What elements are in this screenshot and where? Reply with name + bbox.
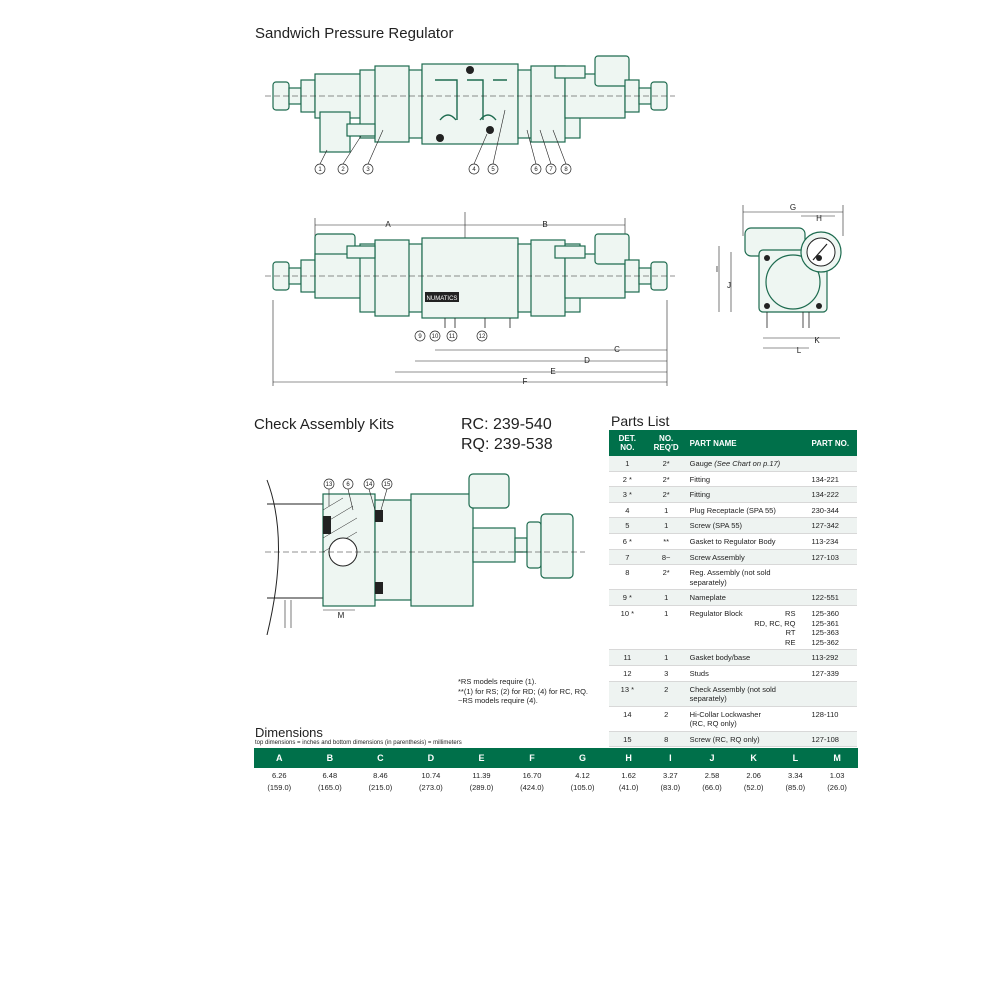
callout-3: 3 <box>366 167 370 173</box>
dim-label-l: L <box>797 346 802 355</box>
table-row: 15 8 Screw (RC, RQ only) 127-108 <box>609 731 857 748</box>
left-gauge-body <box>319 111 351 153</box>
callout-7: 7 <box>549 167 553 173</box>
header-no-reqd: NO. REQ'D <box>645 430 687 456</box>
callout-4: 4 <box>472 167 476 173</box>
header-part-name: PART NAME <box>686 430 809 456</box>
check-assembly-drawing: M 13 6 14 15 <box>265 473 585 635</box>
footnotes: *RS models require (1). **(1) for RS; (2… <box>458 677 588 706</box>
nameplate-label: NUMATICS <box>427 296 458 302</box>
callout-6: 6 <box>534 167 538 173</box>
dim-label-b: B <box>542 220 547 229</box>
table-row: 3 * 2* Fitting 134-222 <box>609 486 857 503</box>
callout-15: 15 <box>384 482 391 488</box>
dim-header: C <box>355 748 406 768</box>
dim-label-c: C <box>614 345 620 354</box>
table-row: 8 2* Reg. Assembly (not sold separately) <box>609 564 857 591</box>
callout-5: 5 <box>491 167 495 173</box>
dim-header-row: A B C D E F G H I J K L M <box>254 748 858 768</box>
parts-list-table: DET. NO. NO. REQ'D PART NAME PART NO. 1 … <box>609 430 857 748</box>
dim-label-j: J <box>727 281 731 290</box>
callout-9: 9 <box>418 334 422 340</box>
footnote-2: **(1) for RS; (2) for RD; (4) for RC, RQ… <box>458 686 589 696</box>
header-part-no: PART NO. <box>808 430 857 456</box>
callout-13: 13 <box>326 482 333 488</box>
dim-header: D <box>405 748 457 768</box>
dim-label-g: G <box>790 203 796 212</box>
dim-label-f: F <box>523 377 528 386</box>
dim-header: A <box>254 748 305 768</box>
dim-inches-row: 6.26 6.48 8.46 10.74 11.39 16.70 4.12 1.… <box>271 771 845 780</box>
dim-header: B <box>304 748 356 768</box>
dim-label-e: E <box>550 367 555 376</box>
table-row: 2 * 2* Fitting 134-221 <box>609 471 857 488</box>
dim-header: E <box>456 748 507 768</box>
regulator-side-drawing: G H I J K L <box>716 203 844 355</box>
dimensions-title: Dimensions <box>255 725 323 740</box>
table-row: 4 1 Plug Receptacle (SPA 55) 230-344 <box>609 502 857 519</box>
dim-header: J <box>691 748 733 768</box>
table-row: 11 1 Gasket body/base 113-292 <box>609 649 857 666</box>
central-block <box>421 63 519 145</box>
parts-header-row: DET. NO. NO. REQ'D PART NAME PART NO. <box>609 430 857 456</box>
dim-label-i: I <box>716 265 718 274</box>
table-row: 14 2 Hi-Collar Lockwasher(RC, RQ only) 1… <box>609 706 857 732</box>
table-row: 6 * ** Gasket to Regulator Body 113-234 <box>609 533 857 550</box>
dim-header: M <box>816 748 858 768</box>
table-row: 12 3 Studs 127-339 <box>609 665 857 682</box>
regulator-top-drawing: 1 2 3 4 5 6 7 8 <box>265 55 675 175</box>
callout-6b: 6 <box>346 482 350 488</box>
kit-code-rq: RQ: 239-538 <box>461 436 553 453</box>
dim-header: K <box>732 748 775 768</box>
dim-label-k: K <box>814 336 820 345</box>
callout-2: 2 <box>341 167 345 173</box>
footnote-3: ~RS models require (4). <box>458 696 538 705</box>
callout-12: 12 <box>479 334 486 340</box>
regulator-front-drawing: A B NUMATICS 9 10 11 12 <box>265 212 675 386</box>
dim-header: L <box>774 748 817 768</box>
sandwich-regulator-title: Sandwich Pressure Regulator <box>255 25 454 42</box>
dim-header: G <box>557 748 608 768</box>
callout-10: 10 <box>432 334 439 340</box>
table-row: 13 * 2 Check Assembly (not sold separate… <box>609 681 857 707</box>
check-assembly-title: Check Assembly Kits <box>254 416 395 433</box>
dimensions-subtitle: top dimensions = inches and bottom dimen… <box>255 740 462 746</box>
parts-list-title: Parts List <box>611 413 670 429</box>
footnote-1: *RS models require (1). <box>458 677 537 686</box>
dim-header: H <box>607 748 650 768</box>
dim-label-a: A <box>385 220 391 229</box>
dim-mm-row: (159.0) (165.0) (215.0) (273.0) (289.0) … <box>267 783 847 792</box>
right-gauge-body <box>594 55 630 87</box>
table-row: 7 8~ Screw Assembly 127-103 <box>609 549 857 566</box>
callout-11: 11 <box>449 334 456 340</box>
table-row: 1 2* Gauge (See Chart on p.17) <box>609 456 857 472</box>
kit-code-rc: RC: 239-540 <box>461 416 552 433</box>
dim-label-m: M <box>338 611 345 620</box>
dim-header: F <box>506 748 558 768</box>
dim-label-d: D <box>584 356 590 365</box>
header-det-no: DET. NO. <box>609 430 646 456</box>
callout-1: 1 <box>318 167 322 173</box>
table-row: 9 * 1 Nameplate 122-551 <box>609 589 857 606</box>
dim-label-h: H <box>816 214 822 223</box>
table-row: 5 1 Screw (SPA 55) 127-342 <box>609 517 857 534</box>
dim-header: I <box>649 748 692 768</box>
callout-8: 8 <box>564 167 568 173</box>
dimensions-table: A B C D E F G H I J K L M 6.26 6.48 8.46… <box>254 748 858 792</box>
callout-14: 14 <box>366 482 373 488</box>
